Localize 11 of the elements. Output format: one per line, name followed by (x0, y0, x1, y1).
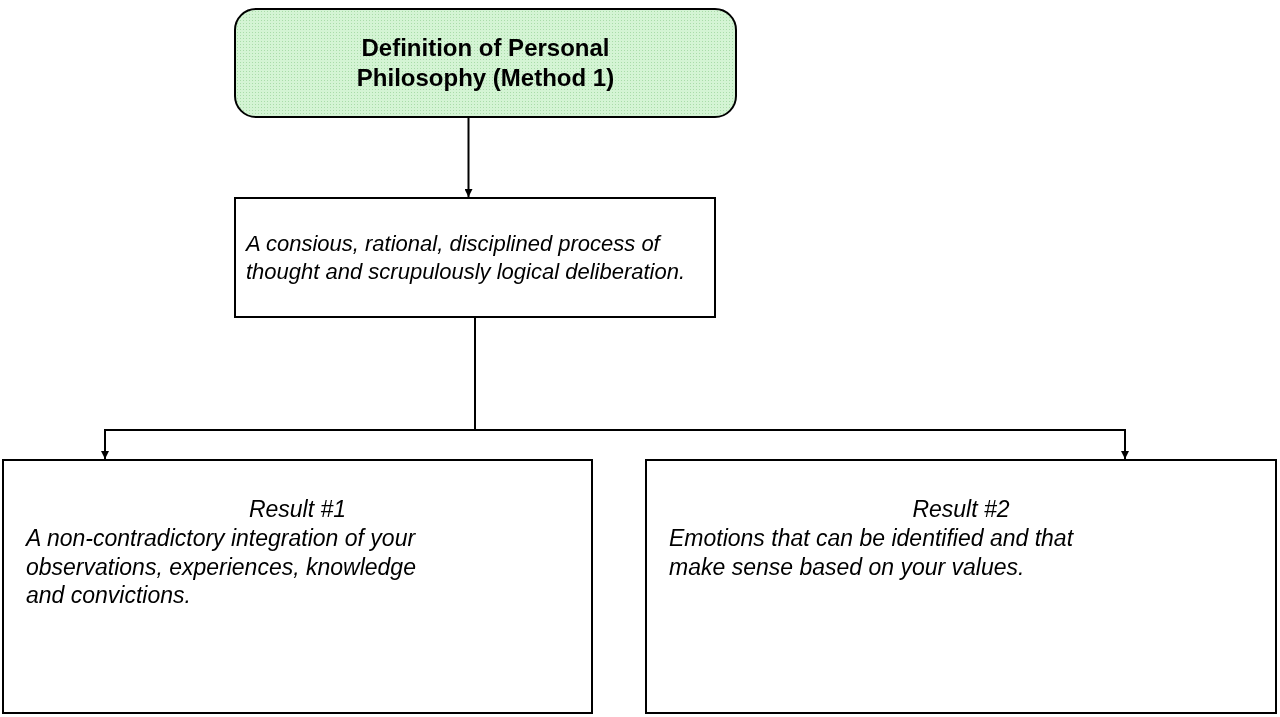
result-box (645, 459, 1277, 714)
result-box (2, 459, 593, 714)
result-text: Emotions that can be identified and that make sense based on your values. (669, 523, 1075, 582)
process-text: A consious, rational, disciplined process of thought and scrupulously logical deliberation. (246, 230, 687, 285)
heading-text: Definition of Personal Philosophy (Method 1) (355, 33, 616, 93)
result-text: A non-contradictory integration of your observations, experiences, knowledge and convictions. (26, 523, 417, 610)
process-box (234, 197, 716, 318)
result-title: Result #2 (911, 495, 1011, 524)
rounded-box (234, 8, 737, 118)
arrow (464, 117, 473, 198)
result-title: Result #1 (247, 495, 348, 524)
